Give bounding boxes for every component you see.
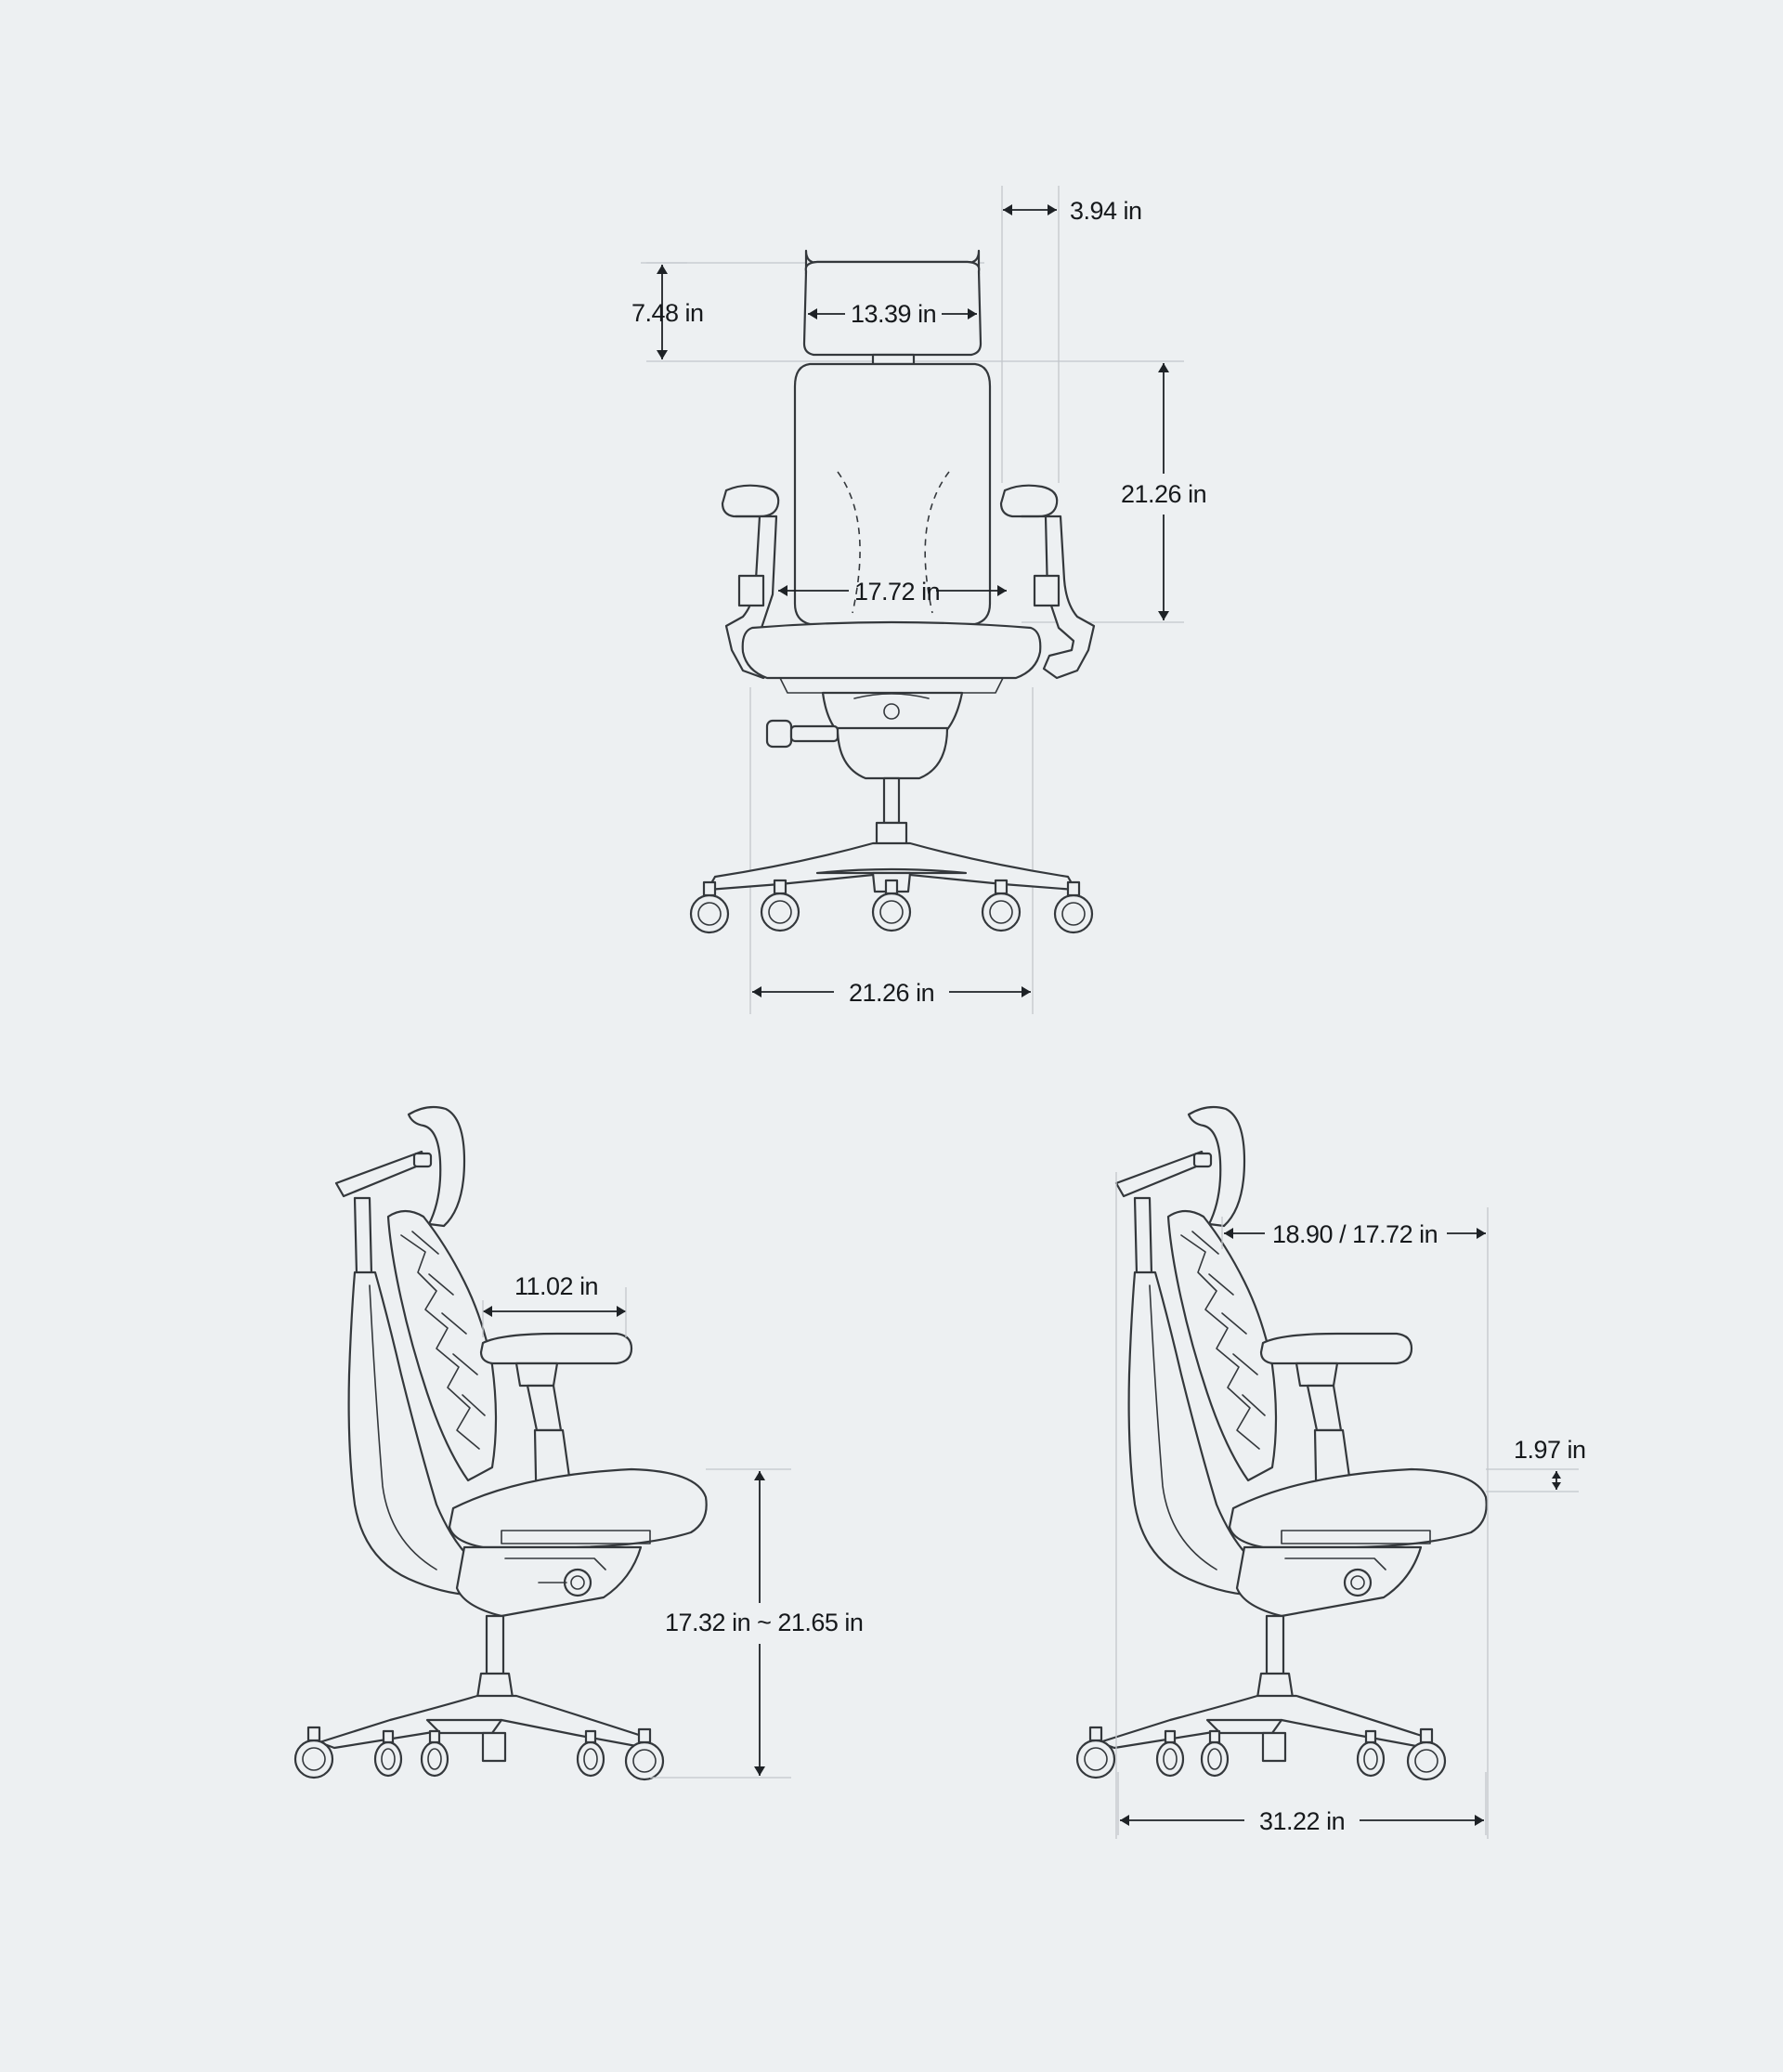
front-dimensions: 3.94 in 7.48 in 13.39 in 21.26 in 17.72 … — [631, 197, 1213, 1007]
dim-seat-height: 17.32 in ~ 21.65 in — [665, 1609, 863, 1636]
headrest-side-left — [407, 1105, 466, 1228]
dim-back-height: 21.26 in — [1121, 480, 1206, 508]
headrest-side-right — [1187, 1105, 1246, 1228]
front-view — [646, 186, 1184, 1014]
side-left-dimensions: 11.02 in 17.32 in ~ 21.65 in — [482, 1272, 864, 1779]
side-right-dimensions: 18.90 / 17.72 in 1.97 in 31.22 in — [1115, 1172, 1586, 1839]
dim-base-width: 21.26 in — [849, 979, 934, 1007]
dim-headrest-height: 7.48 in — [631, 299, 704, 327]
seat-side-right — [1228, 1467, 1488, 1549]
dim-overall-depth: 31.22 in — [1259, 1807, 1345, 1835]
side-view-left — [293, 1105, 708, 1781]
seat-side-left — [448, 1467, 708, 1549]
seat-front — [741, 620, 1042, 680]
dim-seat-depth: 18.90 / 17.72 in — [1272, 1220, 1438, 1248]
dim-back-width: 17.72 in — [854, 578, 940, 606]
backrest-side-left — [347, 1271, 503, 1597]
dim-armrest-length: 11.02 in — [514, 1272, 598, 1300]
dim-headrest-width: 13.39 in — [851, 300, 936, 328]
dim-seat-slide: 1.97 in — [1514, 1436, 1586, 1464]
backrest-side-right — [1127, 1271, 1283, 1597]
armrest-left-front — [721, 484, 780, 518]
dim-headrest-offset: 3.94 in — [1070, 197, 1142, 225]
armrest-side-right — [1259, 1332, 1413, 1365]
side-view-right — [1075, 1105, 1488, 1781]
armrest-side-left — [479, 1332, 633, 1365]
